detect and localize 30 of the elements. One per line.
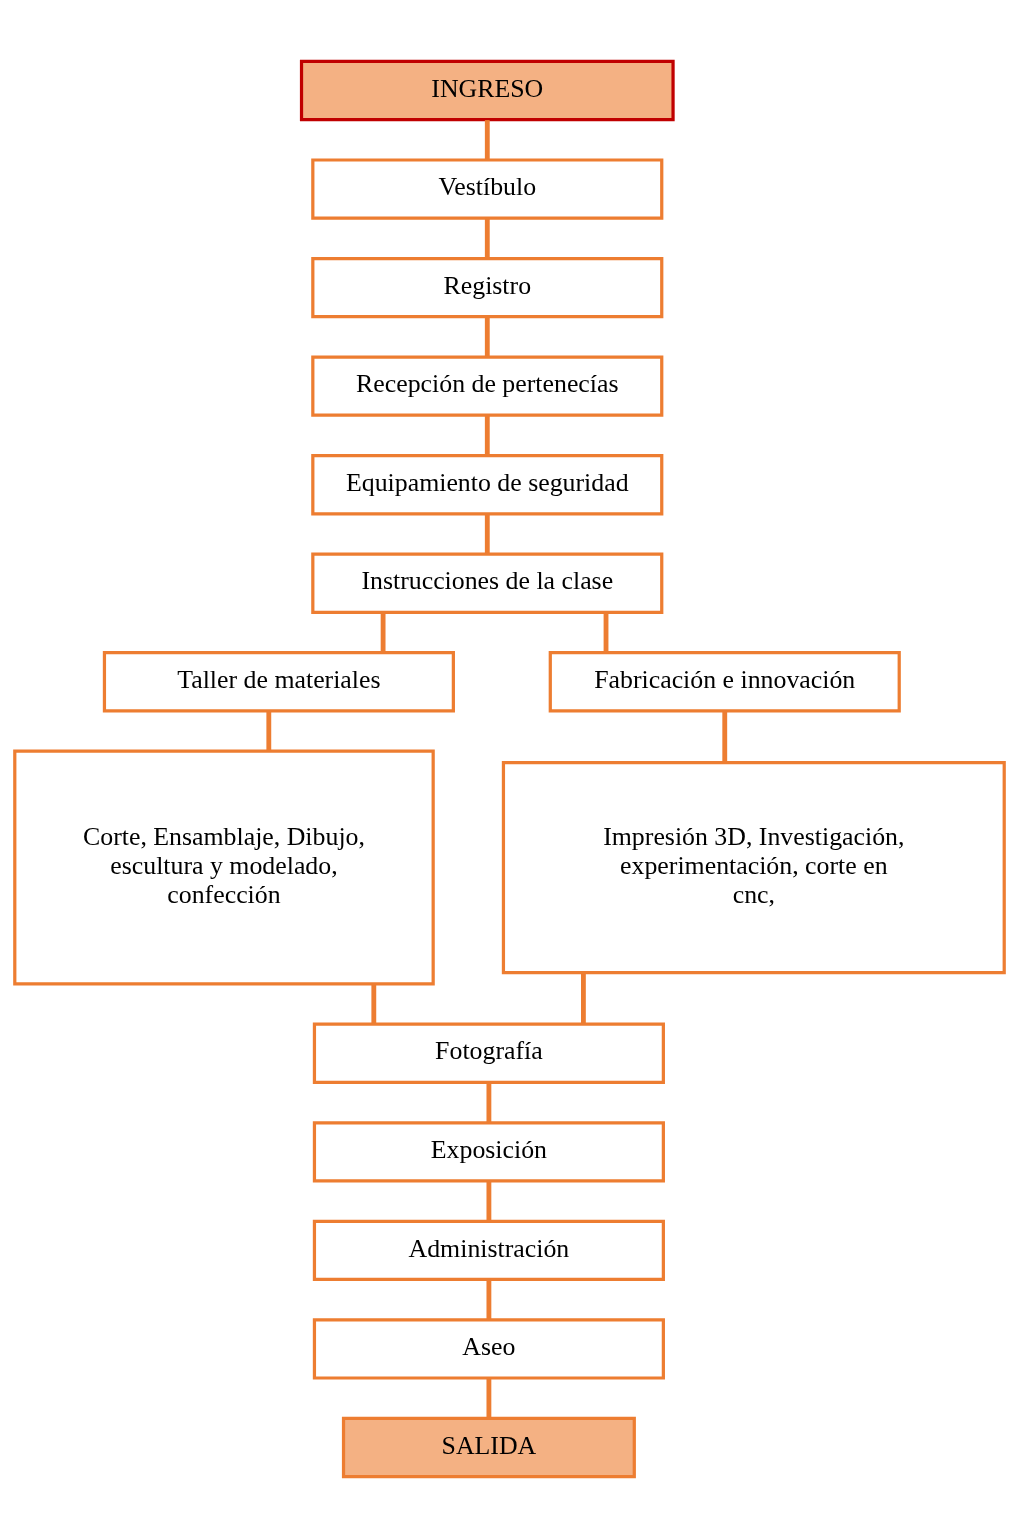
node-box: Equipamiento de seguridad: [311, 453, 664, 515]
node-box: Registro: [311, 256, 664, 318]
connector: [484, 218, 490, 258]
connector: [266, 710, 272, 751]
node-box: Fabricación e innovación: [548, 650, 901, 712]
connector: [380, 612, 386, 652]
connector: [484, 513, 490, 554]
node-box: Taller de materiales: [102, 650, 455, 712]
node-box: Aseo: [312, 1317, 665, 1380]
node-box: Vestíbulo: [311, 157, 664, 220]
node-box: Instrucciones de la clase: [311, 552, 664, 614]
connector: [484, 415, 490, 455]
connector: [486, 1082, 492, 1122]
connector: [486, 1279, 492, 1319]
connector: [371, 983, 377, 1024]
connector: [484, 119, 490, 160]
connector: [484, 316, 490, 357]
node-box: Exposición: [312, 1120, 665, 1183]
node-box: Recepción de pertenecías: [311, 354, 664, 417]
node-box: Corte, Ensamblaje, Dibujo, escultura y modelado, confección: [13, 749, 435, 985]
connector: [580, 972, 586, 1024]
connector: [603, 612, 609, 652]
node-box: Fotografía: [312, 1022, 665, 1084]
node-box: INGRESO: [299, 59, 675, 121]
node-box: Impresión 3D, Investigación, experimentación, corte en cnc,: [501, 760, 1006, 974]
connector: [486, 1378, 492, 1418]
node-box: SALIDA: [341, 1416, 636, 1478]
connector: [486, 1180, 492, 1221]
connector: [722, 710, 728, 762]
node-box: Administración: [312, 1219, 665, 1281]
